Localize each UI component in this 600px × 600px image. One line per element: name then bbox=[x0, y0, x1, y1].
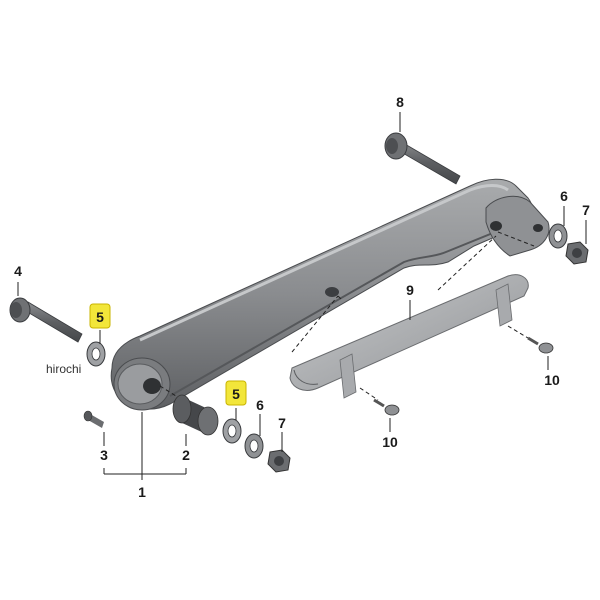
cover-9 bbox=[289, 274, 529, 399]
nut-7-bottom bbox=[267, 449, 291, 473]
washer-6-bottom bbox=[244, 433, 264, 459]
leader-lines bbox=[17, 112, 587, 480]
bolt-4 bbox=[9, 297, 83, 343]
callout-8: 8 bbox=[396, 94, 404, 110]
washer-6-top bbox=[548, 223, 568, 249]
callout-9: 9 bbox=[406, 282, 414, 298]
callout-3: 3 bbox=[100, 447, 108, 463]
link-arm bbox=[110, 178, 550, 411]
callout-5-left: 5 bbox=[96, 309, 104, 325]
screw-3 bbox=[83, 410, 104, 428]
screw-10-upper bbox=[527, 336, 554, 354]
highlight-box-5-right bbox=[225, 380, 247, 406]
callout-10-upper: 10 bbox=[544, 372, 560, 388]
callout-6-top: 6 bbox=[560, 188, 568, 204]
callouts: 1 2 3 4 5 5 6 6 7 7 8 9 10 10 bbox=[14, 94, 590, 500]
bushing-2 bbox=[172, 394, 219, 436]
bolt-8 bbox=[384, 132, 461, 185]
washer-5-left bbox=[86, 341, 106, 367]
screw-10-lower bbox=[373, 398, 400, 416]
callout-2: 2 bbox=[182, 447, 190, 463]
callout-7-top: 7 bbox=[582, 202, 590, 218]
callout-5-right: 5 bbox=[232, 386, 240, 402]
highlight-box-5-left bbox=[89, 303, 111, 329]
callout-6-bottom: 6 bbox=[256, 397, 264, 413]
callout-10-lower: 10 bbox=[382, 434, 398, 450]
callout-1: 1 bbox=[138, 484, 146, 500]
nut-7-top bbox=[565, 241, 589, 265]
washer-5-right bbox=[222, 418, 242, 444]
watermark-text: hirochi bbox=[46, 362, 82, 376]
callout-7-bottom: 7 bbox=[278, 415, 286, 431]
callout-4: 4 bbox=[14, 263, 22, 279]
